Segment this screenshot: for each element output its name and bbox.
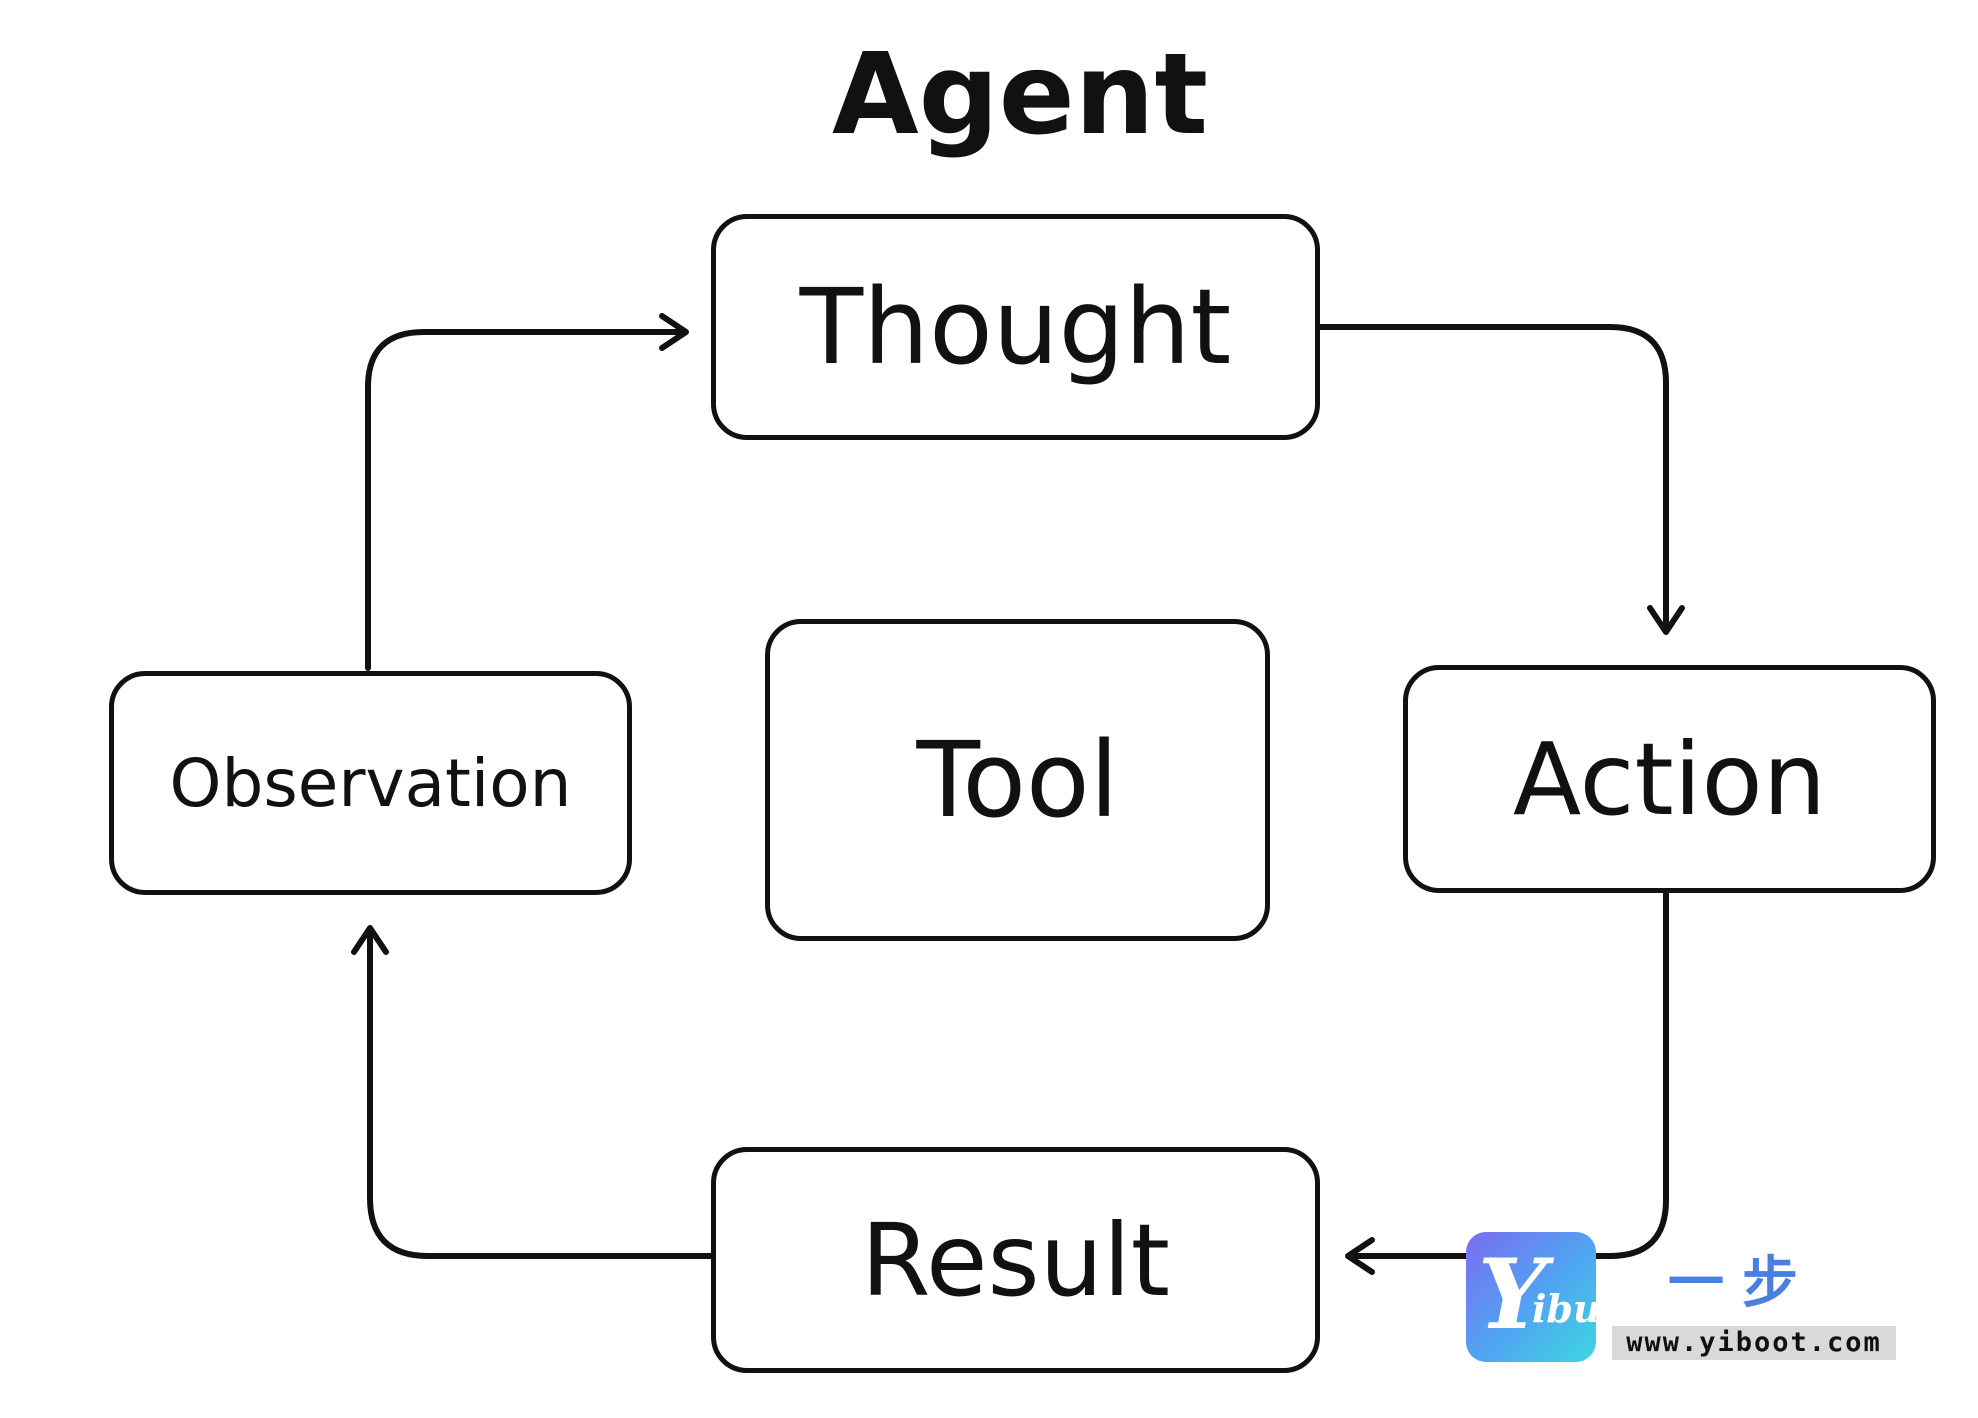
watermark-chinese-text: 一步 [1668,1251,1816,1316]
edge-action-to-result [1347,891,1669,1259]
edge-observation-to-thought-arrowhead [659,313,689,351]
observation-node: Observation [109,671,632,895]
tool-label: Tool [916,719,1119,841]
edge-result-to-observation-arrowhead [351,925,389,955]
yibu-logo-icon: Y ibu [1466,1232,1601,1362]
watermark-url: www.yiboot.com [1612,1326,1896,1360]
thought-label: Thought [799,266,1232,388]
edge-observation-to-thought [365,329,687,671]
action-node: Action [1403,665,1936,893]
tool-node: Tool [765,619,1270,941]
edge-action-to-result-arrowhead [1345,1237,1375,1275]
edge-thought-to-action-arrowhead [1647,605,1685,635]
edge-result-to-observation [367,927,714,1259]
action-label: Action [1512,720,1827,838]
thought-node: Thought [711,214,1320,440]
observation-label: Observation [169,744,572,822]
edge-thought-to-action [1317,324,1669,633]
result-node: Result [711,1147,1320,1373]
result-label: Result [861,1201,1170,1319]
diagram-title: Agent [831,30,1209,160]
